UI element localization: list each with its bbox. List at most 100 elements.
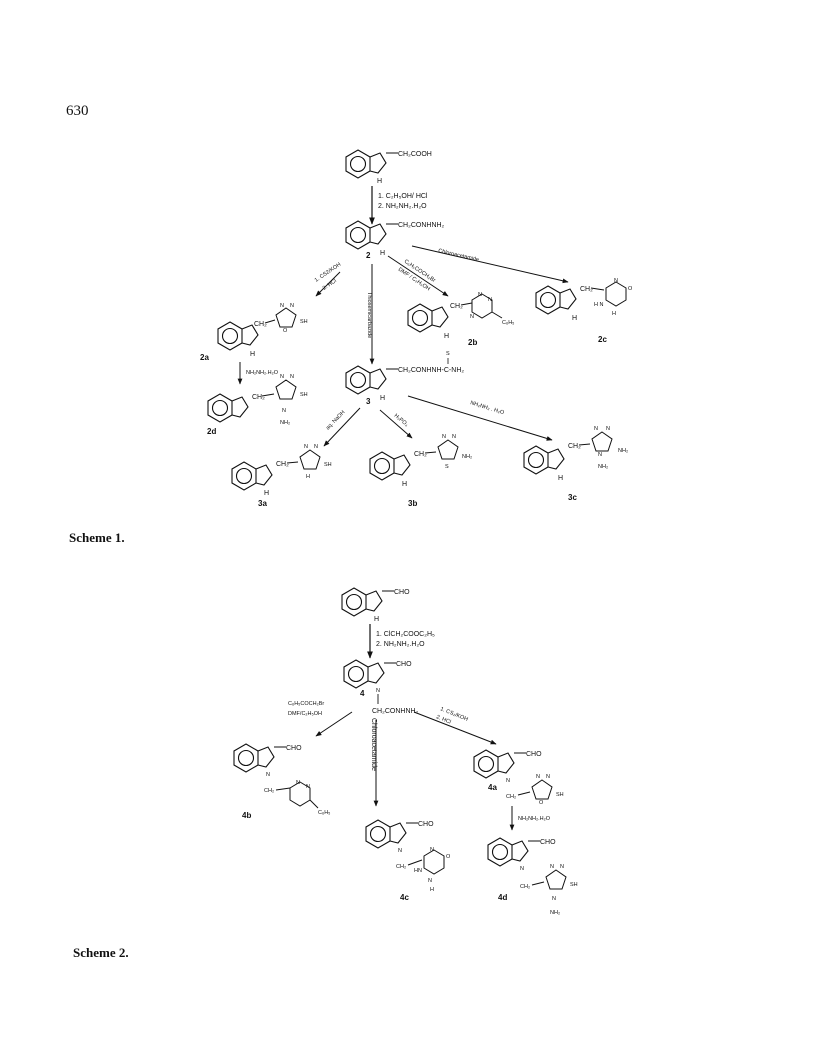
compound-3c: CH₂ N N NH₂ N NH₂ H 3c — [523, 426, 628, 502]
arrow-2-to-2b — [387, 255, 449, 297]
svg-text:S: S — [446, 351, 450, 357]
compound-2a: CH₂ N N O SH H 2a — [200, 303, 308, 362]
arrow-3-to-3b — [379, 409, 413, 439]
svg-text:N: N — [442, 434, 446, 440]
svg-text:CH₂: CH₂ — [568, 443, 581, 450]
svg-text:NH₂NH₂.H₂O: NH₂NH₂.H₂O — [518, 816, 551, 822]
arrow-2-to-2c — [411, 245, 569, 284]
svg-text:4: 4 — [360, 689, 365, 698]
svg-text:C₆H₅: C₆H₅ — [318, 810, 330, 816]
compound-2d: CH₂ N N SH N NH₂ 2d — [207, 374, 308, 436]
svg-text:2. NH₂NH₂.H₂O: 2. NH₂NH₂.H₂O — [378, 203, 427, 210]
svg-text:CH₂: CH₂ — [396, 864, 406, 870]
svg-text:H: H — [374, 616, 379, 623]
compound-3: CH₂CONHNH-C-NH₂ S H 3 — [345, 351, 464, 406]
svg-text:SH: SH — [556, 792, 564, 798]
svg-text:H₃PO₄: H₃PO₄ — [393, 413, 410, 429]
scheme1-caption: Scheme 1. — [69, 530, 125, 545]
svg-text:H: H — [380, 395, 385, 402]
svg-text:CHO: CHO — [526, 751, 542, 758]
svg-text:aq. NaOH: aq. NaOH — [325, 410, 346, 432]
svg-text:CH₂COOH: CH₂COOH — [398, 151, 432, 158]
svg-text:CH₂CONHNH₂: CH₂CONHNH₂ — [372, 708, 419, 715]
svg-text:H: H — [402, 481, 407, 488]
svg-text:Chloroacetamide: Chloroacetamide — [438, 248, 480, 263]
svg-text:2d: 2d — [207, 427, 216, 436]
svg-text:SH: SH — [570, 882, 578, 888]
svg-text:NH₂: NH₂ — [618, 448, 628, 454]
svg-text:H: H — [380, 250, 385, 257]
svg-text:N: N — [536, 774, 540, 780]
compound-4d: CHO N CH₂ N N SH N NH₂ 4d — [487, 837, 578, 916]
svg-text:3a: 3a — [258, 499, 267, 508]
svg-text:CH₂: CH₂ — [276, 461, 289, 468]
svg-text:Thiosemicarbazide: Thiosemicarbazide — [366, 292, 372, 338]
svg-text:N: N — [376, 688, 380, 694]
svg-text:CH₂: CH₂ — [506, 794, 516, 800]
svg-text:N: N — [560, 864, 564, 870]
svg-text:DMF/C₂H₅OH: DMF/C₂H₅OH — [288, 711, 322, 717]
svg-text:N: N — [598, 452, 602, 458]
svg-text:NH₂: NH₂ — [462, 454, 472, 460]
svg-text:4b: 4b — [242, 811, 251, 820]
svg-text:3b: 3b — [408, 499, 417, 508]
svg-text:N: N — [546, 774, 550, 780]
svg-text:NH₂NH₂ . H₂O: NH₂NH₂ . H₂O — [469, 400, 505, 416]
svg-text:H N: H N — [594, 302, 604, 308]
svg-text:4c: 4c — [400, 893, 409, 902]
svg-text:H: H — [430, 887, 434, 893]
svg-text:N: N — [470, 314, 474, 320]
arrow-2-to-2a — [315, 271, 341, 297]
svg-text:N: N — [488, 297, 492, 303]
svg-text:1. C₂H₅OH/ HCl: 1. C₂H₅OH/ HCl — [378, 193, 428, 200]
compound-4a: CHO N CH₂ N N O SH 4a — [473, 749, 564, 806]
svg-text:H: H — [612, 311, 616, 317]
svg-text:Chloroacetamide: Chloroacetamide — [370, 718, 377, 771]
svg-text:2c: 2c — [598, 335, 607, 344]
compound-3a: CH₂ N N SH H H 3a — [231, 444, 332, 508]
svg-text:2. HCl: 2. HCl — [322, 278, 338, 292]
svg-text:N: N — [478, 292, 482, 298]
svg-text:N: N — [290, 303, 294, 309]
svg-text:CH₂: CH₂ — [264, 788, 274, 794]
svg-text:N: N — [280, 374, 284, 380]
svg-text:2a: 2a — [200, 353, 209, 362]
svg-text:CHO: CHO — [396, 661, 412, 668]
svg-text:N: N — [304, 444, 308, 450]
svg-text:O: O — [539, 800, 544, 806]
compound-2b: CH₂ N N N C₆H₅ H 2b — [407, 292, 514, 347]
svg-text:H: H — [250, 351, 255, 358]
svg-text:2b: 2b — [468, 338, 477, 347]
svg-text:CHO: CHO — [418, 821, 434, 828]
svg-text:3c: 3c — [568, 493, 577, 502]
svg-text:N: N — [398, 848, 402, 854]
svg-text:CHO: CHO — [286, 745, 302, 752]
svg-text:2: 2 — [366, 251, 371, 260]
svg-text:N: N — [520, 866, 524, 872]
svg-text:H: H — [264, 490, 269, 497]
scheme2: CHO H 1. ClCH₂COOC₂H₅ 2. NH₂NH₂.H₂O CHO … — [233, 587, 578, 916]
compound-4b: CHO N CH₂ N N C₆H₅ 4b — [233, 743, 330, 820]
svg-text:H: H — [558, 475, 563, 482]
svg-text:SH: SH — [324, 462, 332, 468]
svg-text:NH₂: NH₂ — [550, 910, 560, 916]
compound-4c: CHO N CH₂ N O HN N H 4c — [365, 819, 451, 902]
svg-text:NH₂: NH₂ — [280, 420, 290, 426]
indole-3-carboxaldehyde: CHO H — [341, 587, 410, 623]
svg-text:N: N — [290, 374, 294, 380]
arrow-3-to-3c — [407, 395, 553, 441]
svg-text:2. NH₂NH₂.H₂O: 2. NH₂NH₂.H₂O — [376, 641, 425, 648]
svg-text:O: O — [446, 854, 451, 860]
svg-text:C₆H₅COCH₂Br: C₆H₅COCH₂Br — [288, 701, 324, 707]
svg-text:CH₂: CH₂ — [254, 321, 267, 328]
svg-text:N: N — [428, 878, 432, 884]
svg-text:1. ClCH₂COOC₂H₅: 1. ClCH₂COOC₂H₅ — [376, 631, 435, 638]
svg-text:NH₂: NH₂ — [598, 464, 608, 470]
arrow-4-to-4b — [315, 711, 353, 737]
svg-text:C₆H₅: C₆H₅ — [502, 320, 514, 326]
arrow-4-to-4a — [413, 711, 497, 745]
svg-text:CH₂CONHNH-C-NH₂: CH₂CONHNH-C-NH₂ — [398, 367, 464, 374]
scheme1: CH₂COOH H 1. C₂H₅OH/ HCl 2. NH₂NH₂.H₂O C… — [200, 149, 633, 508]
page-number: 630 — [66, 103, 89, 119]
